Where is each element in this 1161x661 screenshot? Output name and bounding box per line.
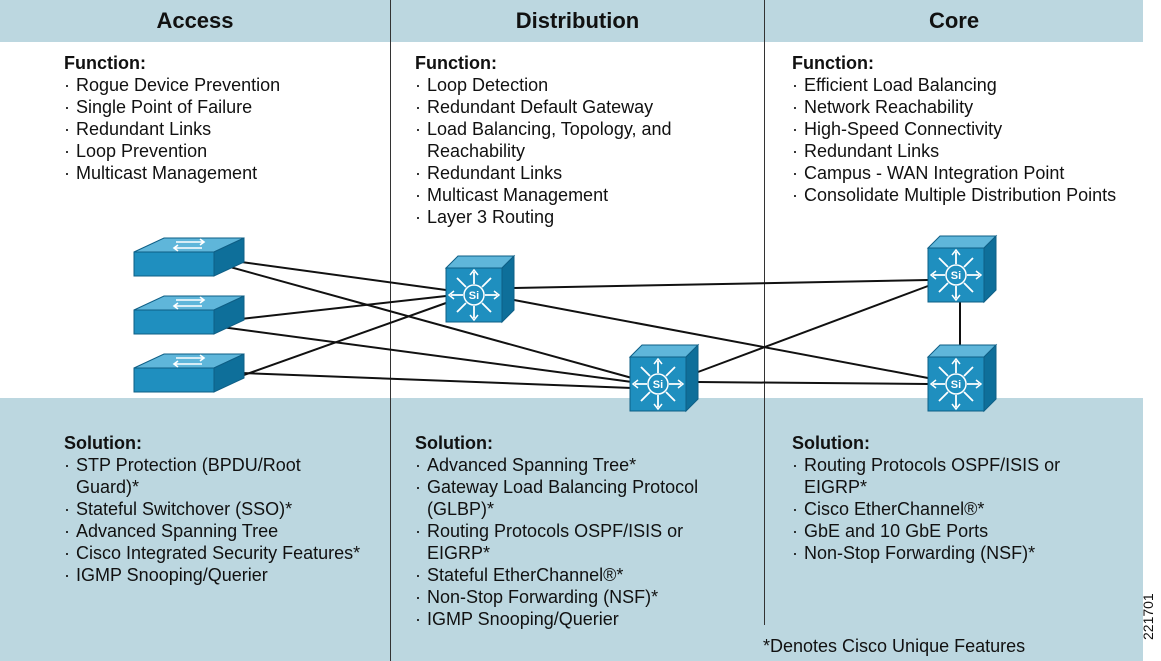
access-solution-block: Solution: STP Protection (BPDU/Root Guar… xyxy=(64,432,364,586)
column-title-core: Core xyxy=(928,8,980,33)
link xyxy=(213,295,447,323)
core-solution-block: Solution: Routing Protocols OSPF/ISIS or… xyxy=(792,432,1122,564)
link xyxy=(215,371,633,389)
distribution-function-item: Load Balancing, Topology, and Reachabili… xyxy=(415,118,715,162)
footnote: *Denotes Cisco Unique Features xyxy=(763,636,1026,656)
link xyxy=(211,257,447,291)
core-l3-switch-icon xyxy=(927,344,997,412)
core-solution-item: Routing Protocols OSPF/ISIS or EIGRP* xyxy=(792,454,1122,498)
access-function-block: Function: Rogue Device Prevention Single… xyxy=(64,52,384,184)
access-function-item: Rogue Device Prevention xyxy=(64,74,384,96)
access-solution-item: STP Protection (BPDU/Root Guard)* xyxy=(64,454,364,498)
core-function-item: Redundant Links xyxy=(792,140,1137,162)
distribution-function-block: Function: Loop Detection Redundant Defau… xyxy=(415,52,715,228)
access-solution-heading: Solution: xyxy=(64,433,142,453)
distribution-solution-item: Stateful EtherChannel®* xyxy=(415,564,735,586)
distribution-function-item: Redundant Default Gateway xyxy=(415,96,715,118)
distribution-solution-heading: Solution: xyxy=(415,433,493,453)
distribution-solution-item: Advanced Spanning Tree* xyxy=(415,454,735,476)
si-label: Si xyxy=(951,379,961,391)
access-function-item: Loop Prevention xyxy=(64,140,384,162)
link xyxy=(513,279,929,289)
distribution-function-item: Loop Detection xyxy=(415,74,715,96)
access-solution-item: Stateful Switchover (SSO)* xyxy=(64,498,364,520)
link xyxy=(697,285,929,373)
access-function-item: Single Point of Failure xyxy=(64,96,384,118)
distribution-l3-switch-icon xyxy=(629,344,699,412)
core-solution-item: Cisco EtherChannel®* xyxy=(792,498,1122,520)
access-function-item: Multicast Management xyxy=(64,162,384,184)
column-title-distribution: Distribution xyxy=(515,8,640,33)
distribution-solution-item: IGMP Snooping/Querier xyxy=(415,608,735,630)
distribution-solution-item: Non-Stop Forwarding (NSF)* xyxy=(415,586,735,608)
si-label: Si xyxy=(469,290,479,302)
divider-distribution-core xyxy=(764,0,765,625)
link xyxy=(215,302,447,386)
link xyxy=(213,325,633,383)
distribution-solution-item: Routing Protocols OSPF/ISIS or EIGRP* xyxy=(415,520,735,564)
access-solution-item: IGMP Snooping/Querier xyxy=(64,564,364,586)
core-solution-heading: Solution: xyxy=(792,433,870,453)
distribution-solution-block: Solution: Advanced Spanning Tree* Gatewa… xyxy=(415,432,735,630)
core-function-item: High-Speed Connectivity xyxy=(792,118,1137,140)
distribution-solution-item: Gateway Load Balancing Protocol (GLBP)* xyxy=(415,476,735,520)
link xyxy=(513,299,929,379)
core-function-item: Network Reachability xyxy=(792,96,1137,118)
access-solution-item: Cisco Integrated Security Features* xyxy=(64,542,364,564)
core-function-block: Function: Efficient Load Balancing Netwo… xyxy=(792,52,1137,206)
links xyxy=(211,257,961,389)
distribution-l3-switch-icon xyxy=(445,255,515,323)
distribution-function-heading: Function: xyxy=(415,53,497,73)
core-solution-item: Non-Stop Forwarding (NSF)* xyxy=(792,542,1122,564)
divider-access-distribution xyxy=(390,0,391,661)
column-header-band xyxy=(0,0,1143,42)
core-solution-item: GbE and 10 GbE Ports xyxy=(792,520,1122,542)
distribution-function-item: Multicast Management xyxy=(415,184,715,206)
si-label: Si xyxy=(951,270,961,282)
access-switch-icon xyxy=(133,237,245,277)
link xyxy=(211,261,633,379)
core-function-heading: Function: xyxy=(792,53,874,73)
core-function-item: Campus - WAN Integration Point xyxy=(792,162,1137,184)
link xyxy=(697,381,929,385)
access-switch-icon xyxy=(133,353,245,393)
access-function-item: Redundant Links xyxy=(64,118,384,140)
column-title-access: Access xyxy=(156,8,234,33)
core-function-item: Consolidate Multiple Distribution Points xyxy=(792,184,1137,206)
core-l3-switch-icon xyxy=(927,235,997,303)
si-label: Si xyxy=(653,379,663,391)
access-function-heading: Function: xyxy=(64,53,146,73)
distribution-function-item: Layer 3 Routing xyxy=(415,206,715,228)
access-solution-item: Advanced Spanning Tree xyxy=(64,520,364,542)
distribution-function-item: Redundant Links xyxy=(415,162,715,184)
core-function-item: Efficient Load Balancing xyxy=(792,74,1137,96)
